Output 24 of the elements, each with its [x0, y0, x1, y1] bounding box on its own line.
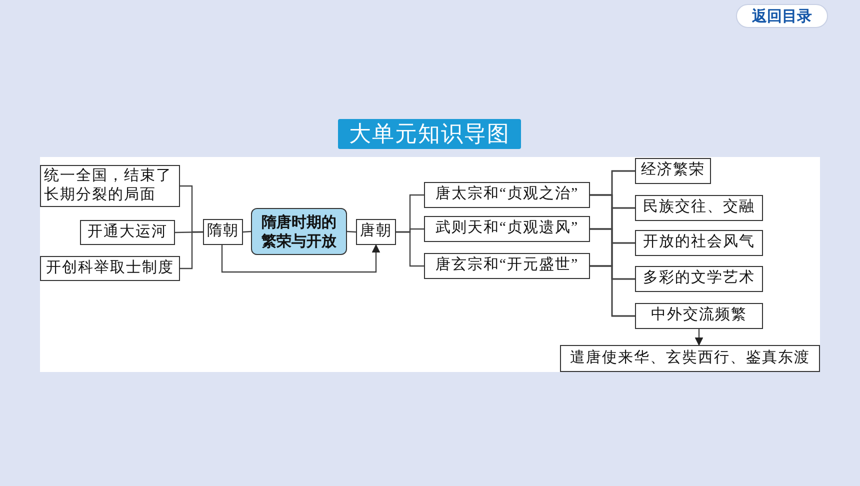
- back-button: 返回目录: [736, 4, 828, 28]
- title-banner: 大单元知识导图: [338, 119, 521, 149]
- text-box: 隋朝: [203, 219, 243, 245]
- connector-line: [346, 230, 356, 233]
- text-box: 经济繁荣: [635, 158, 711, 184]
- topic-box: 隋唐时期的繁荣与开放: [251, 208, 347, 255]
- text-box: 民族交往、交融: [635, 195, 763, 221]
- text-box: 唐朝: [356, 219, 396, 245]
- arrow: [694, 329, 704, 346]
- connector-line: [242, 230, 252, 233]
- text-box: 唐太宗和“贞观之治”: [424, 182, 590, 208]
- text-box: 唐玄宗和“开元盛世”: [424, 253, 590, 279]
- text-box: 多彩的文学艺术: [635, 266, 763, 292]
- connector-line: [590, 265, 635, 317]
- text-box: 统一全国，结束了长期分裂的局面: [40, 165, 180, 207]
- text-box: 遣唐使来华、玄奘西行、鉴真东渡: [560, 345, 820, 372]
- text-box: 开创科举取士制度: [40, 256, 180, 281]
- text-box: 武则天和“贞观遗风”: [424, 216, 590, 242]
- text-box: 中外交流频繁: [635, 303, 763, 329]
- arrow: [221, 244, 380, 273]
- connector-line: [180, 231, 203, 270]
- text-box: 开通大运河: [80, 220, 175, 245]
- text-box: 开放的社会风气: [635, 230, 763, 256]
- connector-line: [396, 231, 424, 267]
